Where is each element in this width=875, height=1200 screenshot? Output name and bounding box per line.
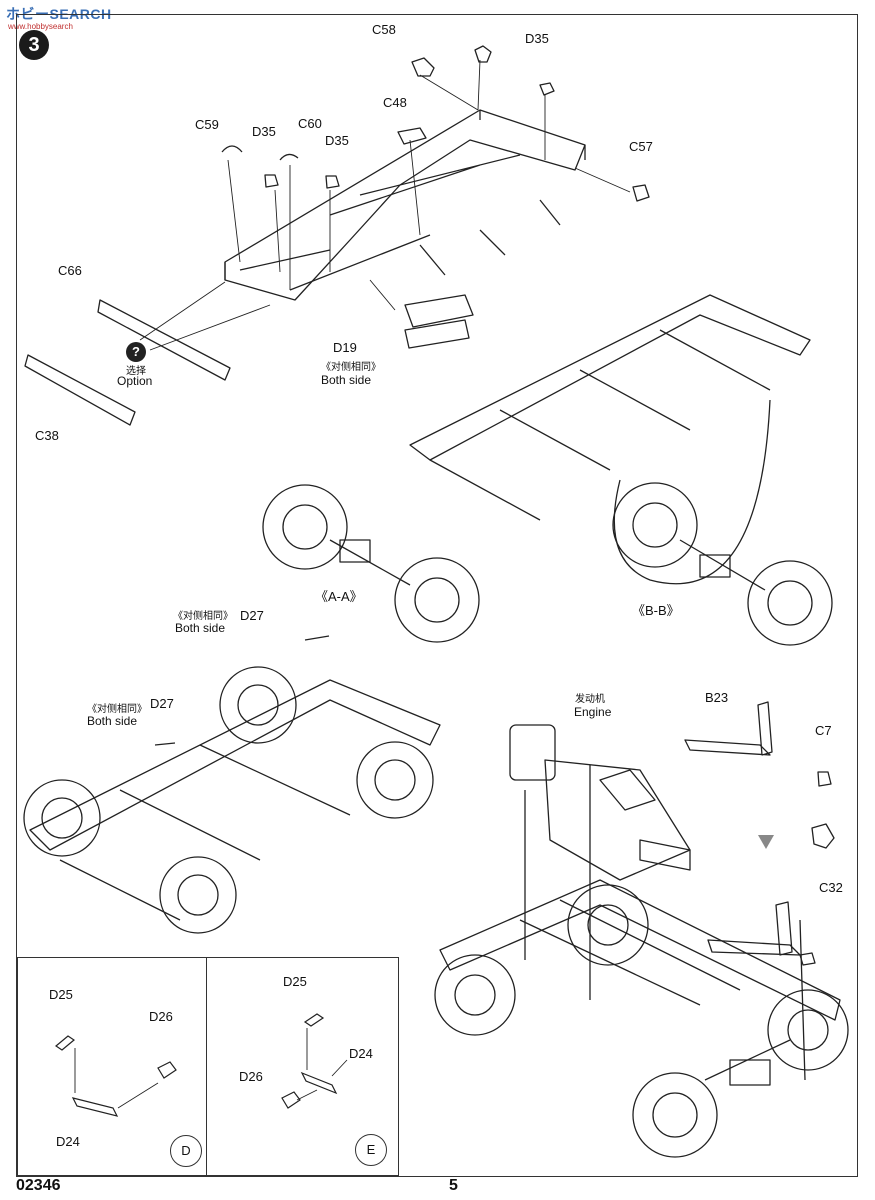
page-number: 5 (449, 1177, 458, 1194)
section-label-b: 《B-B》 (632, 603, 680, 618)
part-label-d35-left: D35 (252, 124, 276, 139)
part-label-d35-mid: D35 (325, 133, 349, 148)
part-label-c60: C60 (298, 116, 322, 131)
b23-bracket (684, 701, 835, 966)
part-label-b23: B23 (705, 690, 729, 705)
lower-left-chassis (23, 635, 441, 934)
part-label-c32: C32 (819, 880, 843, 895)
top-small-parts (24, 45, 650, 426)
inset-d-part-2: D26 (149, 1009, 173, 1024)
inset-e-part-1: D25 (283, 974, 307, 989)
inset-e-part-2: D24 (349, 1046, 373, 1061)
both-side-cn-2: 《对侧相同》 (173, 611, 233, 622)
inset-e-part-3: D26 (239, 1069, 263, 1084)
engine-label-en: Engine (574, 705, 612, 719)
part-label-d27-a: D27 (240, 608, 264, 623)
part-label-c66: C66 (58, 263, 82, 278)
product-code: 02346 (16, 1177, 61, 1194)
part-label-c58: C58 (372, 22, 396, 37)
part-label-c7: C7 (815, 723, 832, 738)
inset-e-badge: E (355, 1134, 387, 1166)
top-chassis-frame (224, 109, 586, 301)
part-label-c48: C48 (383, 95, 407, 110)
inset-d: D25 D26 D24 D (17, 957, 207, 1176)
part-label-c38: C38 (35, 428, 59, 443)
inset-d-part-3: D24 (56, 1134, 80, 1149)
watermark-url: www.hobbysearch (8, 22, 73, 31)
part-label-c59: C59 (195, 117, 219, 132)
middle-chassis (262, 294, 833, 646)
inset-e: D25 D24 D26 E (206, 957, 399, 1176)
inset-d-part-1: D25 (49, 987, 73, 1002)
option-label-cn: 选择 (126, 366, 146, 377)
section-label-a: 《A-A》 (315, 589, 363, 604)
engine-assembly (509, 724, 691, 881)
both-side-en-2: Both side (175, 621, 226, 635)
down-arrow-icon (758, 835, 774, 849)
page-frame (16, 14, 858, 1177)
both-side-en-3: Both side (87, 714, 138, 728)
part-label-d27-b: D27 (150, 696, 174, 711)
lower-right-chassis (434, 765, 849, 1158)
engine-label-cn: 发动机 (575, 694, 605, 705)
inset-e-drawing (281, 1013, 348, 1109)
both-side-cn-3: 《对侧相同》 (87, 704, 147, 715)
inset-d-drawing (54, 1035, 177, 1117)
step-number-badge: 3 (19, 30, 49, 60)
both-side-cn-1: 《对侧相同》 (321, 362, 381, 373)
inset-d-badge: D (170, 1135, 202, 1167)
both-side-en-1: Both side (321, 373, 372, 387)
question-icon: ? (126, 342, 146, 362)
part-label-d35-top: D35 (525, 31, 549, 46)
part-label-d19: D19 (333, 340, 357, 355)
part-label-c57: C57 (629, 139, 653, 154)
option-label-en: Option (117, 374, 153, 388)
